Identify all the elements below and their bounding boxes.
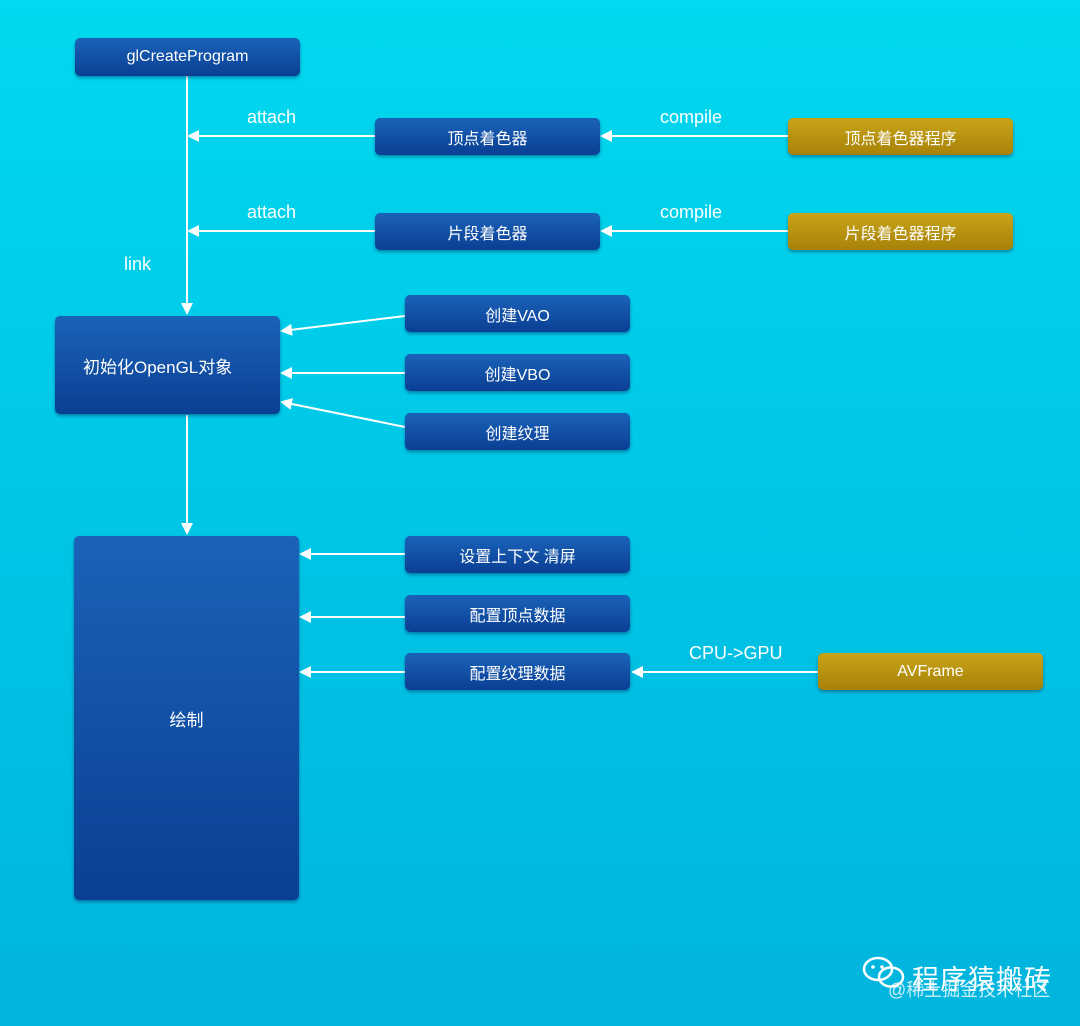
attach-label-fragment: attach — [247, 202, 297, 222]
draw-node: 绘制 — [74, 536, 299, 900]
init-opengl-objects-node: 初始化OpenGL对象 — [55, 316, 280, 414]
watermark-title: 程序猿搬砖 — [912, 965, 1052, 995]
compile-label-fragment: compile — [660, 202, 723, 222]
wechat-icon — [862, 956, 905, 988]
vertex-shader-source-node: 顶点着色器程序 — [788, 118, 1013, 155]
cpu-gpu-label: CPU->GPU — [689, 643, 783, 663]
compile-label-vertex: compile — [660, 107, 723, 127]
watermark-subtitle: @稀土掘金技术社区 — [888, 980, 1051, 1000]
vertex-shader-node: 顶点着色器 — [375, 118, 600, 155]
config-vertex-data-node: 配置顶点数据 — [405, 595, 630, 632]
setup-context-node: 设置上下文 清屏 — [405, 536, 630, 573]
gl-create-program-node: glCreateProgram — [75, 38, 300, 76]
link-label: link — [124, 254, 152, 274]
avframe-node: AVFrame — [818, 653, 1043, 690]
vao-arrow — [280, 315, 406, 336]
config-texture-data-node: 配置纹理数据 — [405, 653, 630, 690]
texture-arrow — [280, 398, 406, 428]
create-texture-node: 创建纹理 — [405, 413, 630, 450]
fragment-shader-source-node: 片段着色器程序 — [788, 213, 1013, 250]
attach-label-vertex: attach — [247, 107, 297, 127]
create-vao-node: 创建VAO — [405, 295, 630, 332]
fragment-shader-node: 片段着色器 — [375, 213, 600, 250]
create-vbo-node: 创建VBO — [405, 354, 630, 391]
